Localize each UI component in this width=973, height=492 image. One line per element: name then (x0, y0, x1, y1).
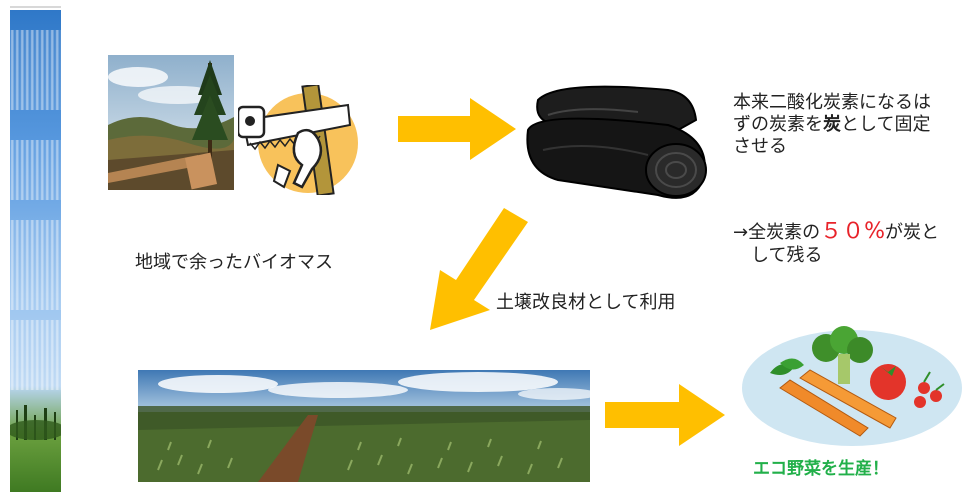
forest-logging-photo (108, 55, 234, 190)
vegetable-plate-clipart (740, 318, 968, 448)
residual-line-2: して残る (751, 245, 823, 266)
arrow-right-top (398, 98, 516, 160)
top-divider (10, 6, 61, 8)
carbon-fixation-description: 本来二酸化炭素になるは ずの炭素を炭として固定 させる (733, 92, 973, 158)
eco-vegetable-caption: エコ野菜を生産！ (753, 459, 889, 479)
charcoal-log-icon (518, 70, 718, 210)
residual-suffix: が炭と (885, 222, 939, 243)
desc-line-2a: ずの炭素を (733, 114, 823, 135)
residual-line-1: →全炭素の５０%が炭と (733, 220, 973, 244)
farm-field-photo (138, 370, 590, 482)
arrow-right-bottom (605, 384, 725, 446)
residual-prefix: →全炭素の (733, 222, 821, 243)
carbon-residual-note: →全炭素の５０%が炭と して残る (733, 220, 973, 267)
arrow-down-left (430, 208, 528, 330)
sky-decoration-strip (10, 10, 61, 492)
desc-line-2c: として固定 (841, 114, 931, 135)
desc-line-3: させる (733, 136, 787, 157)
desc-charcoal-char: 炭 (823, 114, 841, 135)
saw-cutting-log-clipart (236, 83, 358, 197)
biomass-caption: 地域で余ったバイオマス (135, 252, 333, 273)
soil-improvement-caption: 土壌改良材として利用 (496, 292, 676, 313)
residual-percent: ５０% (820, 219, 885, 244)
desc-line-1: 本来二酸化炭素になるは (733, 92, 931, 113)
desc-line-2: ずの炭素を炭として固定 (733, 114, 973, 136)
